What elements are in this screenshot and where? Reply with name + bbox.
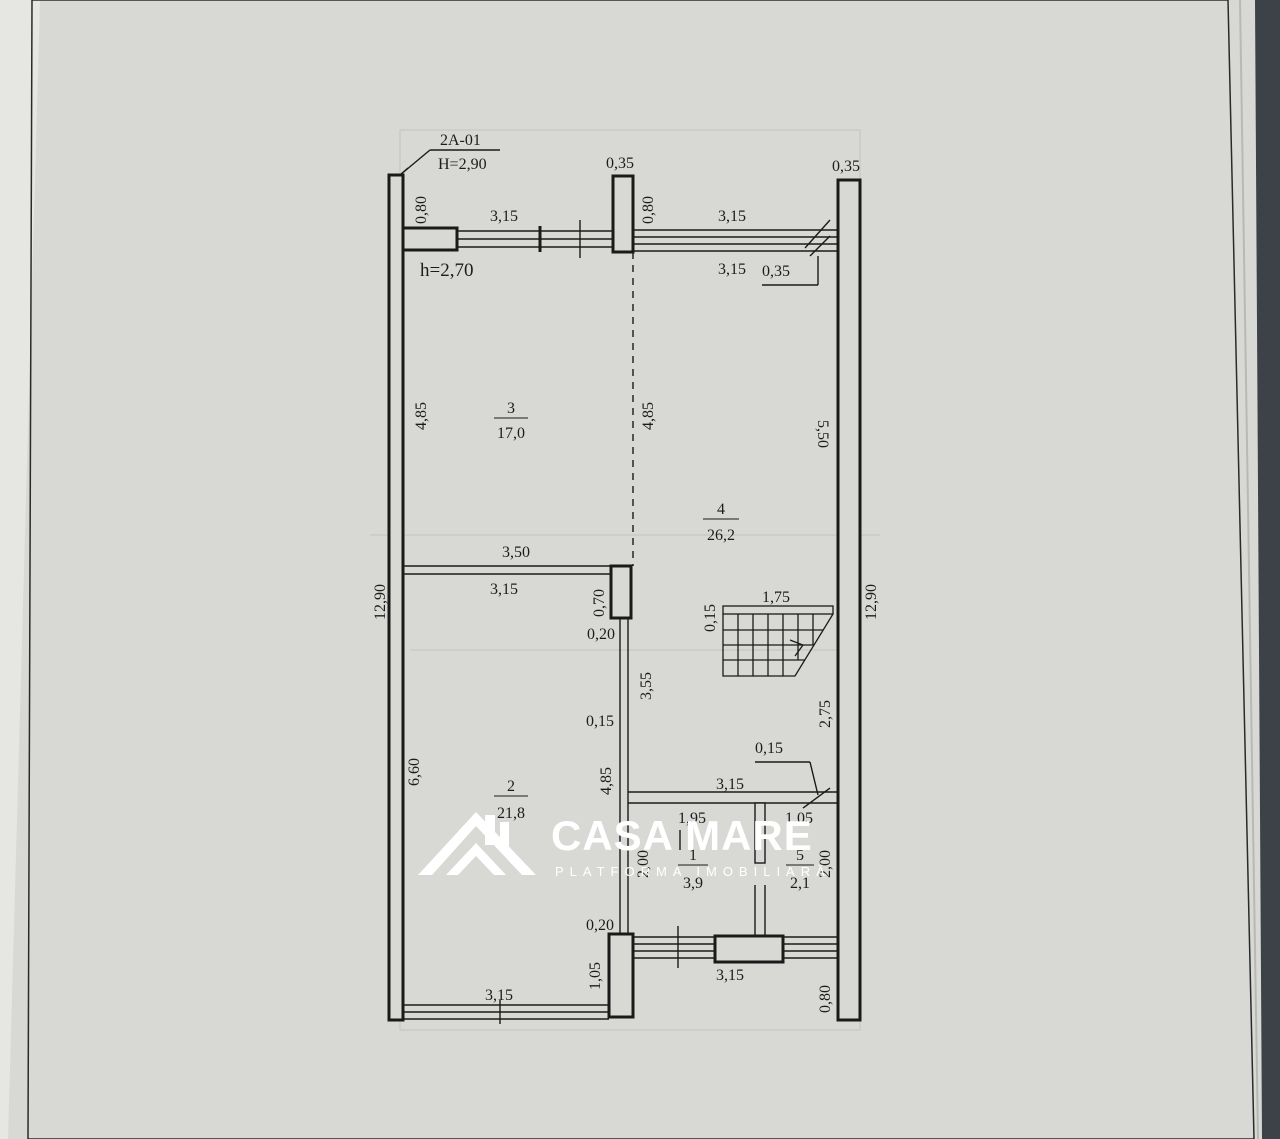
dim-bottom-right-080: 0,80: [817, 985, 834, 1013]
dim-bottom-col-height: 1,05: [587, 962, 604, 990]
bottom-right-block: [713, 934, 785, 964]
dim-partition-inner: 3,15: [490, 581, 518, 598]
thin-walls: [399, 149, 838, 1024]
dim-top-wall-left: 3,15: [490, 208, 518, 225]
svg-text:2: 2: [507, 778, 515, 795]
dim-wall-015: 0,15: [586, 713, 614, 730]
room-labels: 3 17,0 4 26,2 2 21,8 1 3,9 5 2,1: [494, 400, 814, 892]
dim-col-top-height: 0,80: [640, 196, 657, 224]
watermark-logo-icon: [418, 812, 536, 875]
middle-column: [609, 564, 633, 620]
svg-text:17,0: 17,0: [497, 425, 525, 442]
svg-text:3,9: 3,9: [683, 875, 703, 892]
svg-text:5: 5: [796, 847, 804, 864]
height-total: H=2,90: [438, 156, 487, 173]
dim-right-wall-thick: 0,35: [832, 158, 860, 175]
dim-right-lower-height: 2,75: [817, 700, 834, 728]
dim-top-right-inner: 3,15: [718, 261, 746, 278]
dim-bath-left: 1,95: [678, 810, 706, 827]
svg-text:3: 3: [507, 400, 515, 417]
dim-bottom-wall-right: 3,15: [716, 967, 744, 984]
dim-total-left: 12,90: [372, 584, 389, 620]
height-clear: h=2,70: [420, 260, 473, 281]
dim-partition-outer: 3,50: [502, 544, 530, 561]
dim-total-right: 12,90: [863, 584, 880, 620]
svg-text:26,2: 26,2: [707, 527, 735, 544]
bottom-column: [607, 932, 635, 1019]
room-4: 4 26,2: [703, 501, 739, 544]
dim-col-top-thick: 0,35: [606, 155, 634, 172]
drawing-frame: [27, 0, 1255, 1139]
dim-bath-outer: 3,15: [716, 776, 744, 793]
dim-top-wall-right: 3,15: [718, 208, 746, 225]
dim-bath-right: 1,05: [785, 810, 813, 827]
dim-bottom-wall-left: 3,15: [485, 987, 513, 1004]
svg-text:4: 4: [717, 501, 725, 518]
top-left-stub: [401, 226, 459, 252]
dim-wall-015-b: 0,15: [755, 740, 783, 757]
svg-text:1: 1: [689, 847, 697, 864]
dim-partition-col: 0,70: [591, 589, 608, 617]
top-central-column: [611, 174, 635, 254]
watermark: CASA MARE PLATFORMA IMOBILIARĂ: [418, 812, 831, 879]
room-1: 1 3,9: [678, 847, 708, 892]
stairs: [722, 605, 834, 677]
dim-left-room-height: 4,85: [413, 402, 430, 430]
room-5: 5 2,1: [786, 847, 814, 892]
dim-mid-dashed-height: 4,85: [640, 402, 657, 430]
svg-text:2,1: 2,1: [790, 875, 810, 892]
dim-lower-mid-4-85: 4,85: [598, 767, 615, 795]
drawing-code: 2A-01: [440, 132, 481, 149]
left-exterior-wall: [387, 173, 405, 1022]
dim-right-upper-height: 5,50: [814, 420, 831, 448]
right-exterior-wall: [836, 178, 862, 1022]
room-3: 3 17,0: [494, 400, 528, 442]
dim-partition-wall: 0,20: [587, 626, 615, 643]
paper-under-edge: [1239, 0, 1259, 1139]
room-2: 2 21,8: [494, 778, 528, 822]
walls: [387, 173, 862, 1022]
paper-edge-light: [0, 0, 40, 1139]
dim-bath-height-right: 2,00: [817, 850, 834, 878]
watermark-title: CASA MARE: [551, 812, 813, 859]
dim-bath-height-left: 2,00: [635, 850, 652, 878]
watermark-subtitle: PLATFORMA IMOBILIARĂ: [555, 864, 831, 879]
dim-bottom-wall-020: 0,20: [586, 917, 614, 934]
svg-text:21,8: 21,8: [497, 805, 525, 822]
dim-stair-width: 1,75: [762, 589, 790, 606]
dim-lower-mid-height: 3,55: [638, 672, 655, 700]
dim-top-right-thick: 0,35: [762, 263, 790, 280]
dim-top-left-gap: 0,80: [413, 196, 430, 224]
dimension-labels: 2A-01 H=2,90 h=2,70 3,15 0,35 3,15 0,35 …: [372, 132, 880, 1013]
dim-stair-step: 0,15: [702, 604, 719, 632]
dim-left-lower-height: 6,60: [406, 758, 423, 786]
